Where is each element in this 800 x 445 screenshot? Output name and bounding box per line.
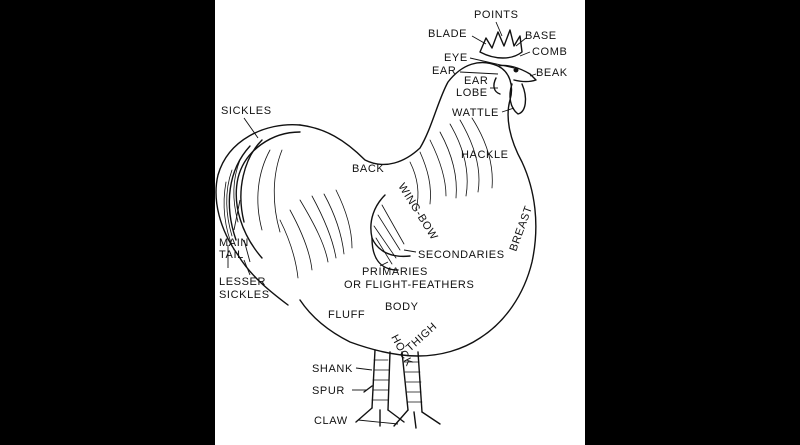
hackle-feathers [409, 117, 493, 211]
diagram-panel [215, 0, 585, 445]
label-points: POINTS [474, 9, 519, 21]
head [479, 29, 537, 115]
rooster-illustration [215, 29, 537, 429]
label-shank: SHANK [312, 363, 353, 375]
label-blade: BLADE [428, 28, 467, 40]
label-primaries-line2: OR FLIGHT-FEATHERS [344, 279, 474, 291]
label-thigh: THIGH [404, 320, 440, 354]
saddle-feathers [279, 189, 353, 279]
label-claw: CLAW [314, 415, 348, 427]
label-base: BASE [525, 30, 557, 42]
label-comb: COMB [532, 46, 567, 58]
label-main-tail-line1: MAIN [219, 237, 249, 249]
label-ear: EAR [432, 65, 456, 77]
label-primaries-line1: PRIMARIES [362, 266, 428, 278]
label-wattle: WATTLE [452, 107, 499, 119]
label-lesser-sickles-line2: SICKLES [219, 289, 270, 301]
label-eye: EYE [444, 52, 468, 64]
label-back: BACK [352, 163, 384, 175]
label-body: BODY [385, 301, 419, 313]
label-secondaries: SECONDARIES [418, 249, 505, 261]
label-breast: BREAST [508, 204, 536, 253]
label-spur: SPUR [312, 385, 345, 397]
label-main-tail-line2: TAIL [219, 249, 244, 261]
body-outline [299, 61, 537, 357]
label-lesser-sickles-line1: LESSER [219, 276, 266, 288]
part-labels: POINTS BLADE BASE EYE COMB EAR BEAK EAR … [219, 9, 568, 427]
wing [370, 194, 411, 271]
label-ear-lobe-line1: EAR [464, 75, 488, 87]
label-hackle: HACKLE [461, 149, 509, 161]
leader-lines [227, 21, 537, 425]
label-beak: BEAK [536, 67, 568, 79]
label-fluff: FLUFF [328, 309, 365, 321]
tail-feathers [215, 123, 301, 306]
label-sickles: SICKLES [221, 105, 272, 117]
label-ear-lobe-line2: LOBE [456, 87, 488, 99]
legs [355, 349, 441, 429]
